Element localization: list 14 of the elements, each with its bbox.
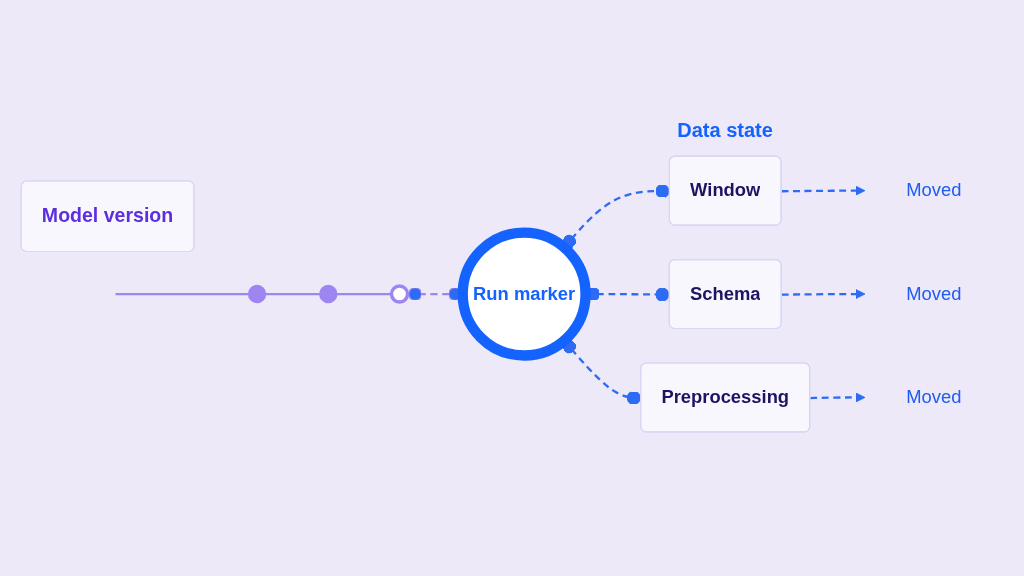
connector — [562, 184, 670, 249]
node-circle — [247, 284, 267, 304]
arrow — [810, 392, 866, 403]
connector — [265, 292, 321, 296]
node-text: Moved — [906, 387, 962, 407]
arrow — [781, 288, 866, 300]
arrow — [781, 185, 866, 196]
node-circle — [319, 284, 338, 304]
node-text: Moved — [906, 180, 962, 200]
node-text: Moved — [906, 283, 962, 304]
connector — [115, 292, 250, 296]
node-circle: Run marker — [457, 227, 591, 361]
section-heading: Data state — [677, 119, 773, 143]
node-circle — [389, 284, 410, 304]
